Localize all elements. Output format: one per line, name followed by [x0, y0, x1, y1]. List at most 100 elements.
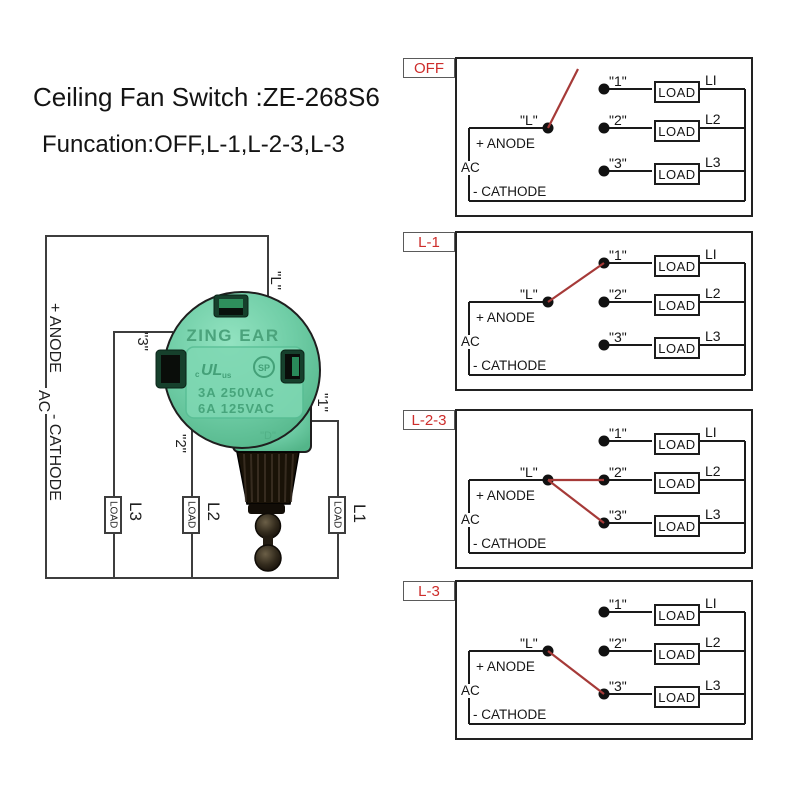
anode-label: + ANODE [476, 659, 535, 674]
panel-off-tab: OFF [403, 58, 455, 78]
load-box-2: LOAD [654, 472, 700, 494]
panel-l23-box: LOAD LOAD LOAD "1" "2" "3" "L" LI L2 L3 … [455, 409, 753, 569]
cathode-label: - CATHODE [473, 184, 547, 199]
terminal-1-label: "1" [609, 596, 627, 612]
panel-l3-box: LOAD LOAD LOAD "1" "2" "3" "L" LI L2 L3 … [455, 580, 753, 740]
panel-l1-tab-label: L-1 [418, 233, 440, 251]
terminal-l-label: "L" [520, 464, 538, 480]
terminal-3-label: "3" [609, 678, 627, 694]
panel-l23: L-2-3 LOAD LOAD LOAD "1" "2" "3" "L" LI … [403, 409, 753, 570]
csa-mark-text: SP [258, 363, 270, 373]
panel-off: OFF LOAD LOAD LOAD "1" "2" "3" "L" LI L2… [403, 57, 753, 218]
output-l2-label: L2 [705, 285, 721, 301]
ac-label: AC [459, 512, 482, 527]
load-label-l1: L1 [350, 504, 369, 523]
ul-mark-small-right: us [222, 371, 232, 380]
panel-off-tab-label: OFF [414, 59, 444, 77]
load-box-1: LOAD [654, 81, 700, 103]
terminal-2-label: "2" [172, 434, 189, 453]
output-l1-label: LI [705, 72, 717, 88]
switch-arm-3 [547, 650, 605, 695]
output-l1-label: LI [705, 595, 717, 611]
ul-mark-icon: UL [201, 362, 222, 379]
terminal-1-label: "1" [609, 73, 627, 89]
anode-label: + ANODE [476, 136, 535, 151]
cathode-bottom-wire [45, 577, 339, 579]
panel-l23-wiring [468, 435, 746, 554]
load-label-l2: L2 [204, 502, 223, 521]
terminal-2-label: "2" [609, 635, 627, 651]
panel-l3-tab: L-3 [403, 581, 455, 601]
terminal1-wire-horizontal [300, 420, 339, 422]
output-l1-label: LI [705, 424, 717, 440]
rating-line-2: 6A 125VAC [198, 401, 275, 416]
output-l3-label: L3 [705, 154, 721, 170]
switch-arm-1 [547, 262, 605, 303]
load-box-3: LOAD [654, 337, 700, 359]
cathode-label: - CATHODE [473, 536, 547, 551]
panel-l23-tab-label: L-2-3 [411, 411, 447, 429]
terminal3-wire-vertical [113, 331, 115, 579]
pull-chain-switch-photo: ZING EAR c UL us SP 3A 250VAC 6A 125VAC … [155, 291, 321, 572]
load-box-1: LOAD [654, 604, 700, 626]
cathode-label: - CATHODE [473, 358, 547, 373]
load-box-2: LOAD [654, 120, 700, 142]
terminal-l-label: "L" [520, 286, 538, 302]
panel-l3-wiring [468, 606, 746, 725]
ac-label: AC [459, 160, 482, 175]
load-box-1: LOAD [654, 255, 700, 277]
ac-label: AC [35, 388, 52, 415]
output-l3-label: L3 [705, 328, 721, 344]
output-l2-label: L2 [705, 634, 721, 650]
load-box-3: LOAD [654, 163, 700, 185]
ul-mark-small-left: c [195, 370, 200, 379]
terminal-3-label: "3" [609, 155, 627, 171]
terminal-l-label: "L" [267, 271, 284, 290]
anode-label: + ANODE [476, 488, 535, 503]
pull-chain-beads [254, 512, 282, 572]
terminal-l-label: "L" [520, 635, 538, 651]
panel-l23-tab: L-2-3 [403, 410, 455, 430]
l-terminal-wire [267, 235, 269, 305]
output-l1-label: LI [705, 246, 717, 262]
terminal-l-label: "L" [520, 112, 538, 128]
terminal-2-label: "2" [609, 286, 627, 302]
load-box-l3: LOAD [104, 496, 122, 534]
load-box-3: LOAD [654, 515, 700, 537]
terminal-3-label: "3" [609, 507, 627, 523]
page-title: Ceiling Fan Switch :ZE-268S6 [33, 82, 380, 112]
terminal-2-label: "2" [609, 464, 627, 480]
panel-off-wiring [468, 68, 746, 202]
pull-chain-bushing [236, 451, 300, 514]
page-subtitle: Funcation:OFF,L-1,L-2-3,L-3 [42, 131, 345, 158]
rating-line-1: 3A 250VAC [198, 385, 275, 400]
anode-label: + ANODE [46, 303, 63, 373]
load-box-1: LOAD [654, 433, 700, 455]
anode-top-wire [45, 235, 269, 237]
terminal-slot-top [213, 294, 249, 318]
load-box-l1: LOAD [328, 496, 346, 534]
terminal-slot-right [280, 349, 305, 384]
switch-arm-open [547, 68, 579, 129]
output-l3-label: L3 [705, 677, 721, 693]
load-box-l2: LOAD [182, 496, 200, 534]
panel-l1-box: LOAD LOAD LOAD "1" "2" "3" "L" LI L2 L3 … [455, 231, 753, 391]
output-l2-label: L2 [705, 463, 721, 479]
output-l3-label: L3 [705, 506, 721, 522]
ac-label: AC [459, 683, 482, 698]
ac-label: AC [459, 334, 482, 349]
panel-l1-tab: L-1 [403, 232, 455, 252]
panel-l3-tab-label: L-3 [418, 582, 440, 600]
output-l2-label: L2 [705, 111, 721, 127]
switch-arm-3 [547, 479, 605, 524]
load-box-2: LOAD [654, 294, 700, 316]
terminal-1-label: "1" [314, 393, 331, 412]
anode-label: + ANODE [476, 310, 535, 325]
panel-off-box: LOAD LOAD LOAD "1" "2" "3" "L" LI L2 L3 … [455, 57, 753, 217]
mold-stamp: "D" [260, 430, 276, 442]
terminal-1-label: "1" [609, 425, 627, 441]
load-box-3: LOAD [654, 686, 700, 708]
terminal-3-label: "3" [134, 332, 151, 351]
panel-l1: L-1 LOAD LOAD LOAD "1" "2" "3" "L" LI L2… [403, 231, 753, 392]
